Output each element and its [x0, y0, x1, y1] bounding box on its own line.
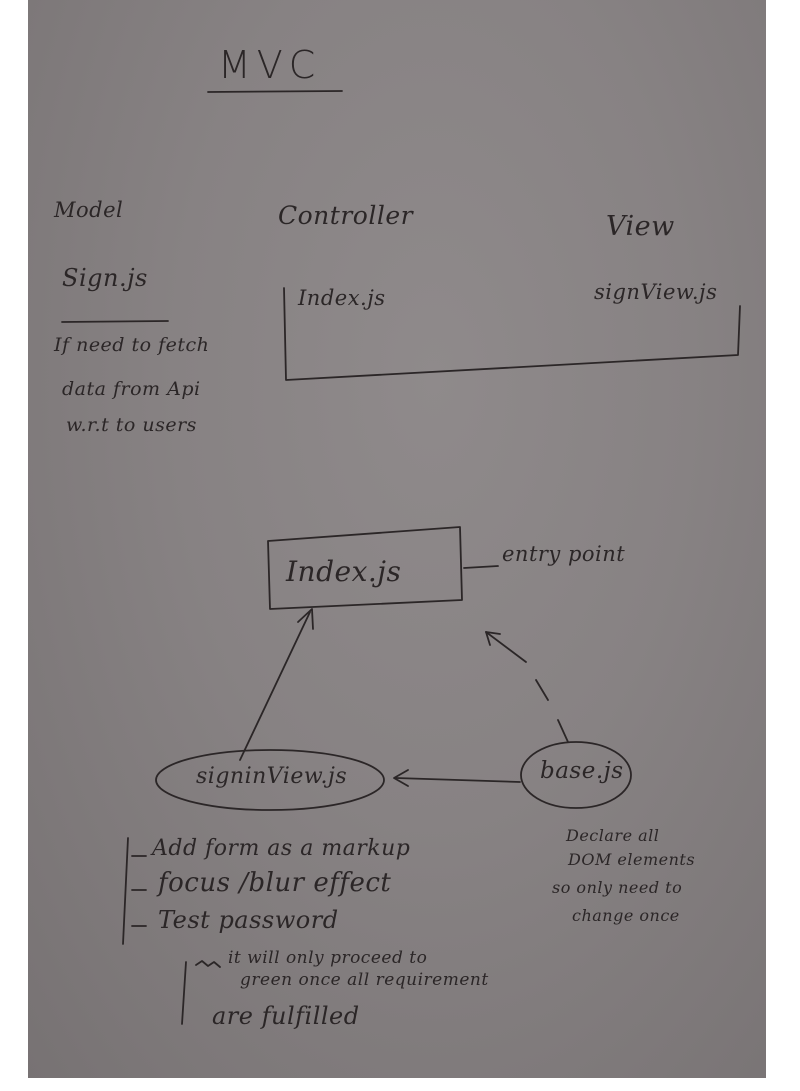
title-underline: [207, 90, 343, 93]
sub-note-line-1: it will only proceed to: [228, 948, 428, 968]
base-node-label: base.js: [540, 758, 624, 784]
arrow-signin-to-index: [239, 611, 311, 761]
model-note-line-2: data from Api: [62, 378, 201, 400]
model-note-line-1: If need to fetch: [54, 334, 210, 356]
base-node-outline: [520, 741, 632, 809]
sub-notes-bracket: [181, 961, 187, 1025]
index-node-label: Index.js: [286, 555, 402, 588]
signin-node-label: signinView.js: [196, 764, 348, 789]
controller-heading: Controller: [278, 201, 414, 230]
base-note-line-1: Declare all: [566, 826, 660, 845]
signin-note-2: focus /blur effect: [158, 868, 392, 898]
sub-note-line-2: green once all requirement: [240, 970, 489, 990]
arrow-base-to-signin: [395, 777, 521, 783]
entry-point-label: entry point: [502, 542, 626, 566]
dashed-arrow-base-to-index: [485, 631, 569, 743]
page-title: MVC: [218, 43, 322, 87]
base-note-line-4: change once: [572, 906, 680, 925]
model-file-underline: [61, 320, 169, 323]
scribble-mark: [195, 960, 221, 968]
model-heading: Model: [54, 198, 124, 222]
entry-connector: [463, 565, 499, 569]
sketch-lines: [61, 90, 741, 1025]
model-note-line-3: w.r.t to users: [66, 414, 197, 436]
signin-node-outline: [155, 749, 385, 811]
signin-note-3: Test password: [158, 906, 339, 934]
signin-note-1: Add form as a markup: [152, 836, 411, 861]
base-note-line-3: so only need to: [552, 878, 683, 897]
dashed-arrow-head: [485, 631, 501, 646]
arrow-head-signin: [393, 769, 409, 787]
view-file: signView.js: [594, 280, 718, 304]
sub-note-line-3: are fulfilled: [212, 1002, 360, 1030]
arrow-head-index: [297, 608, 314, 630]
controller-file: Index.js: [298, 286, 386, 310]
view-heading: View: [606, 211, 675, 242]
model-file: Sign.js: [62, 264, 148, 292]
notes-bracket: [122, 837, 129, 945]
paper-sheet: MVC Model Controller View Sign.js Index.…: [28, 0, 766, 1078]
index-box: [267, 526, 463, 610]
controller-view-bracket: [283, 287, 741, 381]
base-note-line-2: DOM elements: [568, 850, 696, 869]
